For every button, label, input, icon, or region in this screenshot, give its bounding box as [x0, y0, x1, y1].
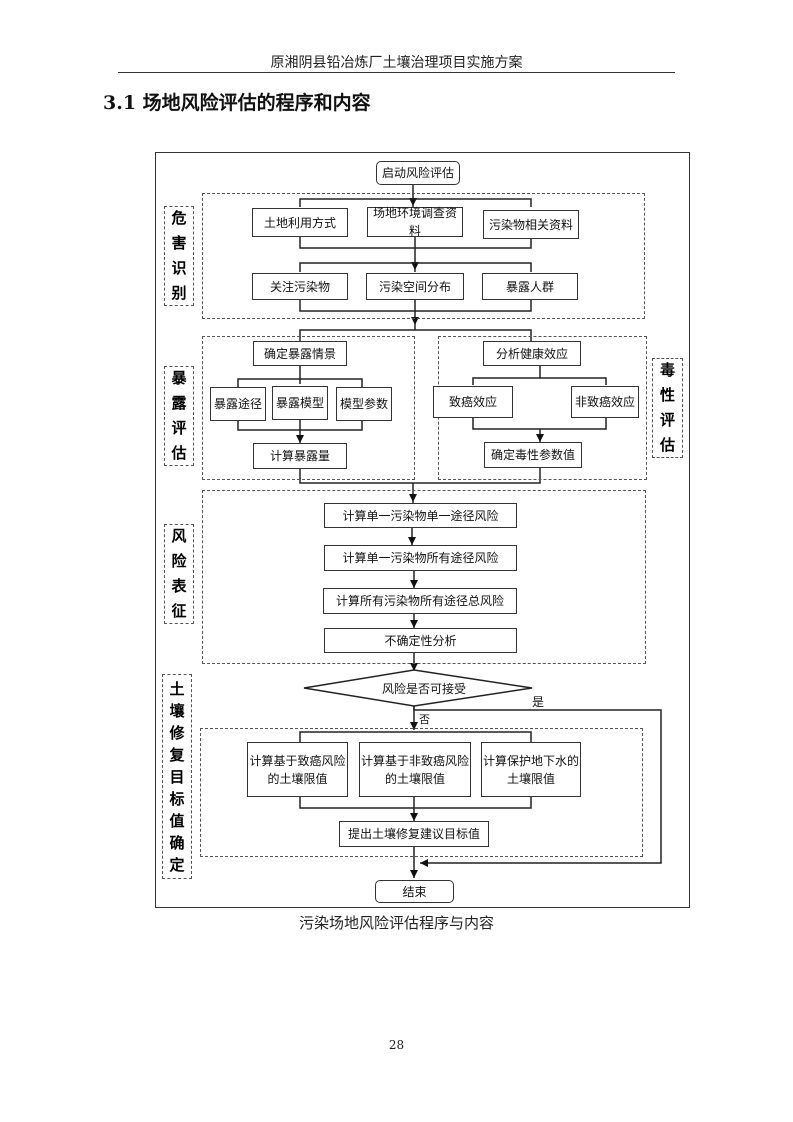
health-effect-analysis: 分析健康效应 — [483, 341, 581, 366]
stage-label-exposure-assessment: 暴 露 评 估 — [164, 366, 194, 466]
hazard-output-exposed-population: 暴露人群 — [482, 273, 578, 300]
stage-label-risk-characterization: 风 险 表 征 — [164, 524, 194, 624]
stage-char: 评 — [659, 411, 675, 429]
stage-char: 风 — [171, 527, 187, 545]
header-rule — [118, 72, 675, 73]
stage-char: 性 — [659, 386, 675, 404]
document-header: 原湘阴县铅冶炼厂土壤治理项目实施方案 — [270, 55, 523, 71]
exposure-calculation: 计算暴露量 — [253, 443, 347, 469]
hazard-input-pollutant-data: 污染物相关资料 — [483, 210, 579, 239]
stage-char: 确 — [169, 833, 185, 852]
stage-label-toxicity-assessment: 毒 性 评 估 — [652, 358, 683, 458]
exposure-assessment-region — [202, 336, 415, 480]
flowchart-frame — [155, 152, 690, 908]
risk-characterization-region — [202, 490, 646, 664]
stage-char: 估 — [171, 444, 187, 462]
hazard-input-site-survey: 场地环境调查资料 — [367, 206, 463, 238]
stage-char: 表 — [171, 577, 187, 595]
stage-char: 别 — [171, 284, 187, 302]
non-carcinogenic-effect: 非致癌效应 — [571, 386, 639, 418]
remediation-non-carcinogenic-limit: 计算基于非致癌风险 的土壤限值 — [359, 742, 471, 797]
stage-char: 目 — [169, 767, 185, 786]
stage-char: 标 — [169, 789, 185, 808]
risk-step-uncertainty-analysis: 不确定性分析 — [324, 628, 517, 653]
remediation-target-proposal: 提出土壤修复建议目标值 — [339, 821, 489, 847]
remediation-carcinogenic-limit: 计算基于致癌风险 的土壤限值 — [247, 742, 348, 797]
exposure-model: 暴露模型 — [272, 386, 328, 420]
stage-char: 壤 — [169, 701, 185, 720]
box-line: 的土壤限值 — [267, 771, 328, 786]
decision-yes-label: 是 — [532, 695, 545, 709]
box-line: 计算保护地下水的 — [482, 753, 579, 768]
remediation-target-region — [200, 728, 643, 857]
stage-char: 毒 — [659, 361, 675, 379]
carcinogenic-effect: 致癌效应 — [433, 386, 513, 418]
stage-char: 评 — [171, 419, 187, 437]
box-line: 计算基于非致癌风险 — [360, 753, 469, 768]
stage-char: 识 — [171, 259, 187, 277]
stage-char: 修 — [169, 723, 185, 742]
hazard-output-pollutants-of-concern: 关注污染物 — [252, 273, 348, 300]
stage-char: 暴 — [171, 369, 187, 387]
end-node: 结束 — [375, 880, 454, 903]
stage-char: 危 — [171, 209, 187, 227]
page-number: 28 — [388, 1038, 405, 1052]
stage-char: 定 — [169, 855, 185, 874]
decision-question: 风险是否可接受 — [382, 682, 467, 696]
section-title: 3.1 场地风险评估的程序和内容 — [103, 92, 371, 114]
stage-char: 露 — [171, 394, 187, 412]
stage-label-hazard-identification: 危 害 识 别 — [164, 206, 194, 306]
risk-step-all-pollutants-total: 计算所有污染物所有途径总风险 — [323, 588, 517, 614]
stage-char: 害 — [171, 234, 187, 252]
start-node: 启动风险评估 — [376, 161, 460, 185]
hazard-input-land-use: 土地利用方式 — [252, 208, 348, 237]
stage-label-remediation-target: 土 壤 修 复 目 标 值 确 定 — [162, 674, 192, 879]
stage-char: 估 — [659, 436, 675, 454]
decision-no-label: 否 — [419, 713, 430, 726]
hazard-output-spatial-distribution: 污染空间分布 — [366, 273, 464, 300]
risk-step-single-pollutant-all-pathways: 计算单一污染物所有途径风险 — [324, 545, 517, 571]
box-line: 土壤限值 — [506, 771, 555, 786]
stage-char: 征 — [171, 602, 187, 620]
stage-char: 值 — [169, 811, 185, 830]
figure-caption: 污染场地风险评估程序与内容 — [298, 914, 494, 932]
hazard-identification-region — [202, 193, 645, 319]
exposure-scenario: 确定暴露情景 — [253, 341, 347, 366]
box-line: 计算基于致癌风险 — [249, 753, 346, 768]
stage-char: 土 — [169, 679, 185, 698]
stage-char: 复 — [169, 745, 185, 764]
toxicity-parameter-values: 确定毒性参数值 — [484, 442, 582, 468]
risk-step-single-pollutant-single-pathway: 计算单一污染物单一途径风险 — [324, 503, 517, 528]
stage-char: 险 — [171, 552, 187, 570]
exposure-pathway: 暴露途径 — [210, 387, 266, 421]
model-parameters: 模型参数 — [336, 387, 392, 421]
box-line: 的土壤限值 — [384, 771, 445, 786]
remediation-groundwater-limit: 计算保护地下水的 土壤限值 — [481, 742, 581, 797]
